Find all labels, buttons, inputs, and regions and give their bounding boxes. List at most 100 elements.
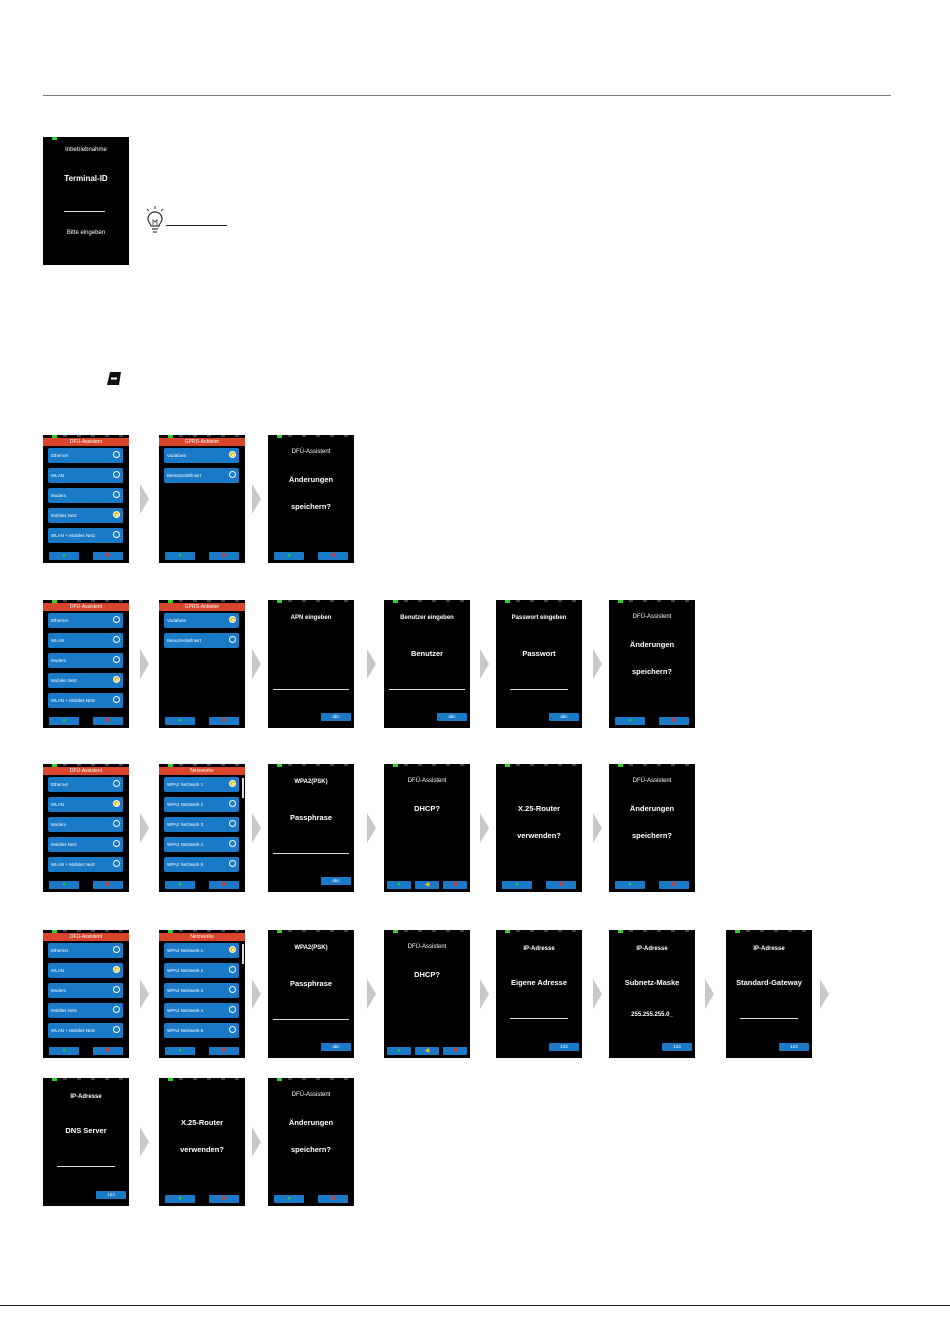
list-item[interactable]: WLAN (48, 633, 123, 648)
list-item[interactable]: Mobiles Netz (48, 1003, 123, 1018)
list-item[interactable]: Modem (48, 817, 123, 832)
keyboard-button[interactable]: abc (549, 713, 579, 721)
radio-icon[interactable] (113, 966, 120, 973)
keyboard-button[interactable]: abc (321, 713, 351, 721)
ok-button[interactable]: ● (165, 1047, 195, 1055)
ok-button[interactable]: ● (274, 552, 304, 560)
radio-icon[interactable] (229, 986, 236, 993)
radio-icon[interactable] (113, 840, 120, 847)
list-item[interactable]: Modem (48, 653, 123, 668)
list-item[interactable]: Benutzerdefiniert (164, 633, 239, 648)
cancel-button[interactable]: ✖ (93, 881, 123, 889)
list-item[interactable]: WPA2 Netzwerk 3 (164, 983, 239, 998)
ok-button[interactable]: ● (49, 717, 79, 725)
list-item[interactable]: WPA2 Netzwerk 2 (164, 797, 239, 812)
cancel-button[interactable]: ✖ (209, 717, 239, 725)
ok-button[interactable]: ● (49, 881, 79, 889)
list-item[interactable]: Modem (48, 983, 123, 998)
keyboard-button[interactable]: abc (437, 713, 467, 721)
radio-icon[interactable] (229, 800, 236, 807)
ok-button[interactable]: ● (387, 1047, 411, 1055)
list-item[interactable]: Modem (48, 488, 123, 503)
list-item[interactable]: WPA2 Netzwerk 5 (164, 857, 239, 872)
radio-icon[interactable] (229, 780, 236, 787)
back-button[interactable]: ◀ (415, 1047, 439, 1055)
radio-icon[interactable] (113, 820, 120, 827)
cancel-button[interactable]: ✖ (93, 1047, 123, 1055)
list-item[interactable]: WPA2 Netzwerk 1 (164, 777, 239, 792)
ok-button[interactable]: ● (165, 552, 195, 560)
radio-icon[interactable] (113, 1026, 120, 1033)
back-button[interactable]: ◀ (415, 881, 439, 889)
list-item[interactable]: WPA2 Netzwerk 5 (164, 1023, 239, 1038)
ok-button[interactable]: ● (165, 717, 195, 725)
radio-icon[interactable] (229, 946, 236, 953)
ok-button[interactable]: ● (49, 1047, 79, 1055)
radio-icon[interactable] (113, 511, 120, 518)
radio-icon[interactable] (229, 1026, 236, 1033)
list-item[interactable]: WPA2 Netzwerk 1 (164, 943, 239, 958)
cancel-button[interactable]: ✖ (209, 1195, 239, 1203)
list-item[interactable]: WLAN + Mobiles Netz (48, 693, 123, 708)
list-item[interactable]: WLAN + Mobiles Netz (48, 1023, 123, 1038)
cancel-button[interactable]: ✖ (318, 1195, 348, 1203)
ok-button[interactable]: ● (502, 881, 532, 889)
radio-icon[interactable] (229, 820, 236, 827)
list-item[interactable]: Benutzerdefiniert (164, 468, 239, 483)
cancel-button[interactable]: ✖ (209, 1047, 239, 1055)
radio-icon[interactable] (113, 471, 120, 478)
list-item[interactable]: WPA2 Netzwerk 3 (164, 817, 239, 832)
ok-button[interactable]: ● (165, 1195, 195, 1203)
cancel-button[interactable]: ✖ (443, 1047, 467, 1055)
ok-button[interactable]: ● (615, 717, 645, 725)
radio-icon[interactable] (113, 986, 120, 993)
radio-icon[interactable] (113, 696, 120, 703)
list-item[interactable]: Ethernet (48, 613, 123, 628)
list-item[interactable]: Mobiles Netz (48, 837, 123, 852)
list-item[interactable]: WLAN (48, 468, 123, 483)
radio-icon[interactable] (113, 491, 120, 498)
cancel-button[interactable]: ✖ (209, 552, 239, 560)
radio-icon[interactable] (229, 471, 236, 478)
radio-icon[interactable] (113, 946, 120, 953)
radio-icon[interactable] (229, 451, 236, 458)
cancel-button[interactable]: ✖ (546, 881, 576, 889)
radio-icon[interactable] (229, 616, 236, 623)
list-item[interactable]: Vodafone (164, 613, 239, 628)
radio-icon[interactable] (113, 1006, 120, 1013)
radio-icon[interactable] (113, 780, 120, 787)
keyboard-button[interactable]: 123 (96, 1191, 126, 1199)
list-item[interactable]: Ethernet (48, 777, 123, 792)
list-item[interactable]: Vodafone (164, 448, 239, 463)
radio-icon[interactable] (113, 800, 120, 807)
cancel-button[interactable]: ✖ (318, 552, 348, 560)
radio-icon[interactable] (113, 656, 120, 663)
ok-button[interactable]: ● (615, 881, 645, 889)
radio-icon[interactable] (113, 616, 120, 623)
list-item[interactable]: WPA2 Netzwerk 4 (164, 1003, 239, 1018)
list-item[interactable]: WPA2 Netzwerk 4 (164, 837, 239, 852)
list-item[interactable]: WLAN + Mobiles Netz (48, 528, 123, 543)
cancel-button[interactable]: ✖ (443, 881, 467, 889)
radio-icon[interactable] (113, 636, 120, 643)
list-item[interactable]: Ethernet (48, 943, 123, 958)
scrollbar[interactable] (242, 944, 244, 964)
cancel-button[interactable]: ✖ (93, 552, 123, 560)
keyboard-button[interactable]: 123 (549, 1043, 579, 1051)
keyboard-button[interactable]: abc (321, 1043, 351, 1051)
radio-icon[interactable] (229, 966, 236, 973)
radio-icon[interactable] (229, 636, 236, 643)
cancel-button[interactable]: ✖ (659, 717, 689, 725)
radio-icon[interactable] (113, 676, 120, 683)
keyboard-button[interactable]: abc (321, 877, 351, 885)
list-item[interactable]: WLAN (48, 797, 123, 812)
cancel-button[interactable]: ✖ (93, 717, 123, 725)
ok-button[interactable]: ● (387, 881, 411, 889)
list-item[interactable]: Ethernet (48, 448, 123, 463)
radio-icon[interactable] (113, 860, 120, 867)
keyboard-button[interactable]: 123 (662, 1043, 692, 1051)
radio-icon[interactable] (229, 840, 236, 847)
ok-button[interactable]: ● (49, 552, 79, 560)
list-item[interactable]: WLAN (48, 963, 123, 978)
cancel-button[interactable]: ✖ (659, 881, 689, 889)
